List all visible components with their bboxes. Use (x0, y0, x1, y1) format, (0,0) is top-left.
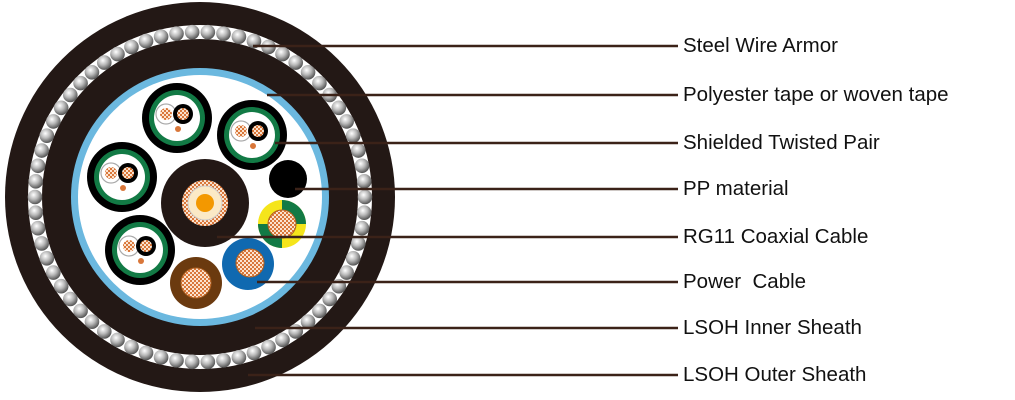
armor-wire (322, 291, 337, 307)
layer-label: LSOH Outer Sheath (683, 363, 867, 386)
shielded-twisted-pair (142, 83, 212, 153)
layer-label: Power Cable (683, 270, 807, 293)
armor-wire (351, 236, 366, 251)
layer-label: Polyester tape or woven tape (683, 83, 949, 106)
armor-wire (84, 65, 100, 80)
armor-wire (53, 100, 69, 116)
armor-wire (200, 24, 216, 40)
armor-wire (345, 128, 361, 143)
armor-wire (153, 350, 169, 365)
armor-wire (96, 324, 112, 339)
armor-wire (288, 55, 304, 70)
armor-wire (275, 332, 290, 348)
armor-wire (53, 278, 69, 294)
armor-wire (231, 29, 247, 44)
armor-wire (356, 174, 372, 189)
armor-wire (34, 143, 49, 158)
armor-wire (184, 354, 200, 370)
armor-wire (216, 353, 231, 368)
armor-wire (200, 354, 216, 370)
power-cable-brown (170, 257, 222, 309)
armor-wire (246, 33, 262, 49)
armor-wire (331, 100, 347, 116)
armor-wire (110, 332, 125, 348)
armor-wire (261, 339, 276, 355)
armor-wire (216, 26, 231, 41)
armor-wire (354, 220, 370, 236)
armor-wire (231, 350, 247, 365)
armor-wire (63, 87, 78, 103)
layer-label: Steel Wire Armor (683, 34, 838, 57)
layer-label: Shielded Twisted Pair (683, 131, 880, 154)
armor-wire (30, 220, 46, 236)
armor-wire (312, 75, 327, 91)
shielded-twisted-pair (217, 100, 287, 170)
armor-wire (39, 251, 55, 266)
armor-wire (356, 205, 372, 220)
armor-wire (124, 39, 139, 55)
armor-wire (34, 236, 49, 251)
armor-wire (339, 114, 354, 129)
armor-wire (73, 75, 88, 91)
armor-wire (153, 29, 169, 44)
armor-wire (73, 303, 88, 319)
armor-wire (184, 24, 200, 40)
armor-wire (39, 128, 55, 143)
armor-wire (246, 345, 262, 361)
armor-wire (124, 339, 139, 355)
pp-material-filler (269, 160, 307, 198)
coaxial-cable (161, 159, 249, 247)
shielded-twisted-pairs (87, 83, 287, 285)
armor-wire (275, 46, 290, 62)
armor-wire (110, 46, 125, 62)
armor-wire (345, 251, 361, 266)
shielded-twisted-pair (87, 142, 157, 212)
armor-wire (300, 314, 316, 329)
armor-wire (312, 303, 327, 319)
armor-wire (138, 345, 154, 361)
layer-label: RG11 Coaxial Cable (683, 225, 869, 248)
armor-wire (357, 189, 373, 205)
armor-wire (351, 143, 366, 158)
armor-wire (84, 314, 100, 329)
armor-wire (30, 158, 46, 174)
armor-wire (28, 205, 44, 220)
leader-lines (217, 44, 678, 377)
armor-wire (138, 33, 154, 49)
armor-wire (169, 353, 184, 368)
armor-wire (28, 174, 44, 189)
power-cable-blue (222, 238, 274, 290)
shielded-twisted-pair (105, 215, 175, 285)
armor-wire (300, 65, 316, 80)
armor-wire (27, 189, 43, 205)
armor-wire (46, 114, 61, 129)
armor-wire (46, 265, 61, 280)
armor-wire (354, 158, 370, 174)
armor-wire (96, 55, 112, 70)
armor-wire (339, 265, 354, 280)
earth-conductor (258, 200, 306, 248)
armor-wire (63, 291, 78, 307)
armor-wire (169, 26, 184, 41)
armor-wire (288, 324, 304, 339)
layer-label: LSOH Inner Sheath (683, 316, 862, 339)
layer-label: PP material (683, 177, 789, 200)
